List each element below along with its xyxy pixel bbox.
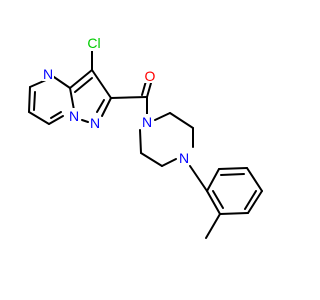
bond xyxy=(74,77,93,93)
bond xyxy=(50,111,62,119)
atom-nitrogen-piperazine-benzyl: N xyxy=(178,150,190,166)
pyrimidine-ring xyxy=(28,74,75,125)
structure-canvas: Cl O N N N N N xyxy=(28,35,263,239)
atom-nitrogen-pyrazole: N xyxy=(89,115,101,131)
n-pyrimidine-label: N xyxy=(43,66,53,82)
bond-benzyl-ch2 xyxy=(189,165,208,192)
n-piperazine-amide-label: N xyxy=(142,114,152,130)
bond xyxy=(50,74,71,89)
bond xyxy=(33,91,36,111)
bond xyxy=(206,190,221,215)
bond xyxy=(29,79,47,88)
bond xyxy=(212,190,224,209)
oxygen-label: O xyxy=(145,68,156,84)
bond xyxy=(28,111,50,125)
atom-oxygen: O xyxy=(144,68,156,84)
bond xyxy=(161,158,177,167)
bond xyxy=(48,115,64,125)
bond xyxy=(141,80,147,96)
atom-nitrogen-pyrimidine: N xyxy=(42,66,54,82)
bond xyxy=(69,87,75,111)
bond xyxy=(140,152,163,167)
bond xyxy=(101,97,112,117)
n-bridgehead-label: N xyxy=(69,108,79,124)
atom-chlorine: Cl xyxy=(84,35,102,51)
chlorine-label: Cl xyxy=(87,35,100,51)
tolyl-ring xyxy=(206,167,263,215)
bond xyxy=(146,82,152,98)
bond xyxy=(139,129,142,154)
molecule-diagram: Cl O N N N N N xyxy=(28,35,263,239)
n-pyrazole-label: N xyxy=(90,115,100,131)
bond xyxy=(110,96,148,99)
bond xyxy=(244,190,257,210)
atom-nitrogen-piperazine-amide: N xyxy=(141,114,153,130)
bond xyxy=(91,69,112,99)
bond xyxy=(247,190,263,214)
bond xyxy=(28,86,31,113)
bond xyxy=(96,99,105,113)
carbonyl-group xyxy=(110,80,152,116)
piperazine-ring xyxy=(139,112,194,167)
pyrazole-ring xyxy=(69,69,112,123)
bond xyxy=(169,112,194,129)
bond xyxy=(154,112,171,121)
atom-nitrogen-bridgehead: N xyxy=(68,108,80,124)
bond xyxy=(69,69,93,89)
bond xyxy=(206,168,220,192)
n-piperazine-benzyl-label: N xyxy=(179,150,189,166)
bond xyxy=(220,173,245,176)
bond xyxy=(219,212,249,215)
bond xyxy=(81,119,89,123)
bond-methyl xyxy=(205,213,221,239)
bond xyxy=(246,167,263,192)
bond xyxy=(218,167,248,170)
